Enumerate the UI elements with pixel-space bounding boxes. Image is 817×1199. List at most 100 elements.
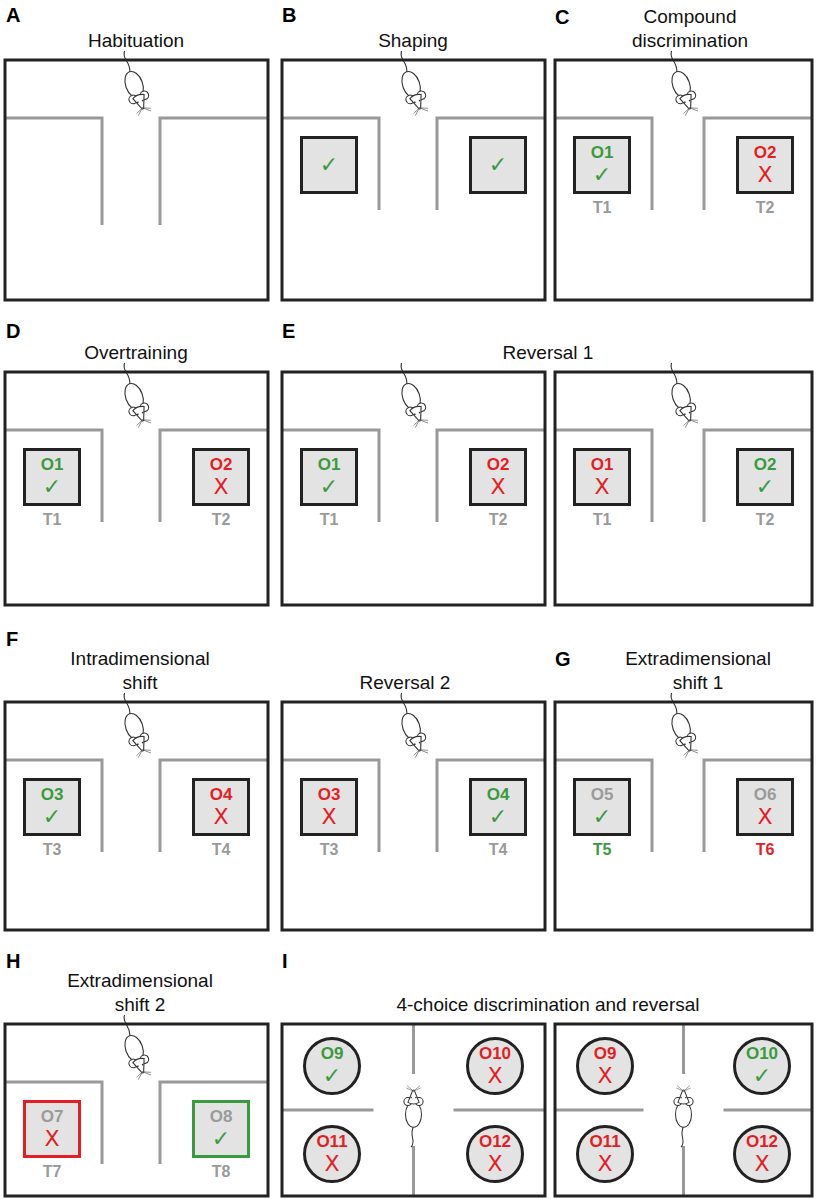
texture-label: T2	[489, 511, 508, 529]
arena-wall	[704, 760, 812, 852]
bowl-square: O2XT2	[736, 136, 794, 194]
texture-label: T2	[756, 199, 775, 217]
texture-label: T7	[43, 1163, 62, 1181]
mouse-eye	[414, 413, 416, 415]
mouse-eye	[680, 1097, 682, 1099]
arena	[555, 1024, 812, 1196]
mouse-eye	[419, 99, 421, 101]
bowl-square: O2✓T2	[736, 448, 794, 506]
panel-group: EReversal 1O1✓T1O2XT2O1XT1O2✓T2	[278, 318, 817, 610]
arena-wall	[412, 1024, 415, 1074]
mouse-whisker	[690, 747, 699, 755]
mouse-eye	[684, 413, 686, 415]
bowl-square: O1XT1	[573, 448, 631, 506]
arena-wall	[555, 118, 652, 210]
arena-wall	[724, 1109, 813, 1112]
texture-label: T3	[320, 841, 339, 859]
panel-title: Reversal 2	[305, 671, 505, 696]
bowl-circle-shape	[735, 1039, 790, 1094]
panel-group: FIntradimensional shiftO3✓T3O4XT4	[0, 628, 272, 935]
odor-label: O11	[589, 1133, 620, 1152]
arena-outline	[282, 60, 545, 300]
arena	[282, 48, 545, 300]
odor-label: O6	[754, 786, 777, 805]
arena-wall	[412, 1146, 415, 1196]
panel-title: 4-choice discrimination and reversal	[338, 993, 758, 1018]
panel-title: Habituation	[36, 29, 236, 54]
odor-label: O3	[41, 786, 64, 805]
arena-outline	[555, 1024, 812, 1196]
bowl-square: O6XT6	[736, 778, 794, 836]
odor-label: O5	[591, 786, 614, 805]
choice-mark: ✓	[320, 153, 338, 176]
mouse-whisker	[143, 747, 152, 755]
arena-outline	[282, 372, 545, 605]
panel-letter: C	[555, 6, 569, 29]
arena-wall	[704, 118, 812, 210]
mouse-tail	[122, 1015, 132, 1037]
odor-label: O1	[591, 456, 614, 475]
arena-wall	[282, 1109, 374, 1112]
odor-label: O10	[746, 1045, 778, 1064]
texture-label: T1	[43, 511, 62, 529]
odor-label: O2	[487, 456, 510, 475]
mouse-tail	[681, 1126, 683, 1147]
arena-wall	[5, 760, 102, 852]
arena-wall	[682, 1146, 685, 1196]
bowl-circle-shape	[578, 1127, 633, 1182]
bowl-square: O1✓T1	[23, 448, 81, 506]
odor-label: O1	[591, 144, 614, 163]
mouse-head	[678, 1090, 689, 1104]
mouse-eye	[142, 1063, 144, 1065]
arena-wall	[555, 760, 652, 852]
odor-label: O4	[487, 786, 510, 805]
arena-wall	[555, 1109, 644, 1112]
choice-mark: X	[757, 805, 772, 828]
texture-label: T4	[212, 841, 231, 859]
arena	[282, 360, 545, 605]
mouse-tail	[399, 693, 409, 715]
arena	[282, 1024, 545, 1196]
mouse-whisker	[143, 1069, 152, 1077]
odor-label: O7	[41, 1108, 64, 1127]
arena	[555, 360, 812, 605]
arena-wall	[160, 760, 268, 852]
panel-title: Overtraining	[36, 341, 236, 366]
mouse-whisker	[684, 1086, 691, 1092]
arena	[5, 360, 268, 605]
mouse-tail	[122, 693, 132, 715]
choice-mark: X	[487, 1064, 502, 1087]
panel-title: Extradimensional shift 2	[55, 969, 225, 1018]
odor-label: O2	[754, 456, 777, 475]
mouse-whisker	[135, 420, 144, 428]
bowl-circle-shape	[305, 1039, 360, 1094]
bowl-square: O3✓T3	[23, 778, 81, 836]
mouse-whisker	[143, 417, 152, 425]
bowl-square: O4XT4	[192, 778, 250, 836]
mouse-eye	[684, 743, 686, 745]
choice-mark: ✓	[43, 805, 61, 828]
arena-wall	[160, 430, 268, 522]
mouse-tail	[669, 363, 679, 385]
mouse-eye	[415, 1097, 417, 1099]
mouse-tail	[669, 693, 679, 715]
bowl-square: O7XT7	[23, 1100, 81, 1158]
bowl-square: O3XT3	[300, 778, 358, 836]
mouse-whisker	[682, 750, 691, 758]
arena-wall	[437, 760, 545, 852]
mouse-eye	[689, 741, 691, 743]
arena-wall	[282, 118, 379, 210]
choice-mark: X	[757, 163, 772, 186]
arena-wall	[160, 118, 268, 225]
mouse-whisker	[682, 108, 691, 116]
arena-wall	[682, 1024, 685, 1074]
arena	[5, 48, 268, 300]
arena-outline	[555, 60, 812, 300]
panel-group: AHabituation	[0, 0, 272, 305]
texture-label: T1	[593, 199, 612, 217]
mouse-whisker	[143, 105, 152, 113]
choice-mark: ✓	[212, 1127, 230, 1150]
panel-group: BShaping✓✓	[278, 0, 550, 305]
bowl-square: O2XT2	[192, 448, 250, 506]
